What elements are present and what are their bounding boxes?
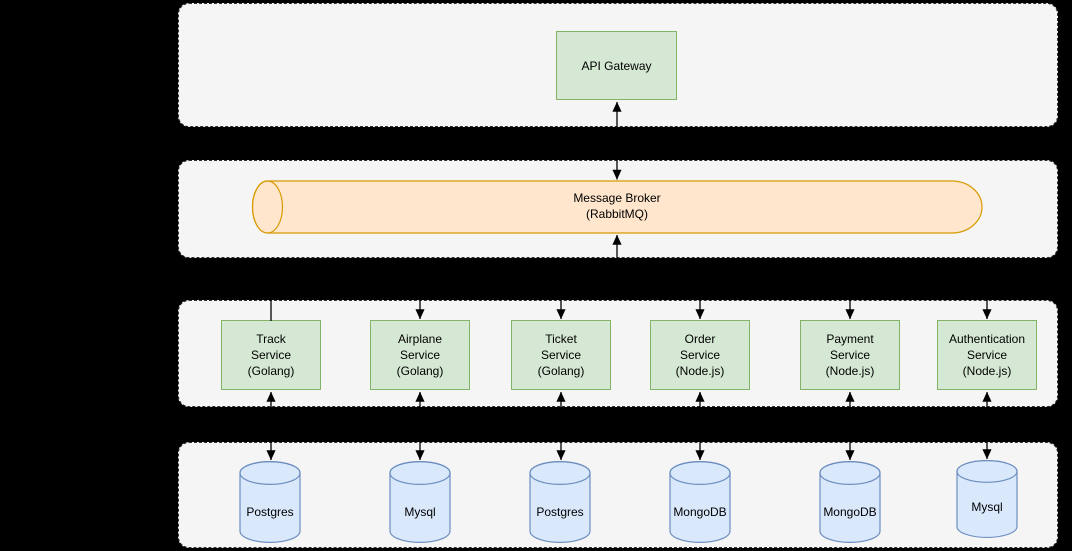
service-node-track: Track Service (Golang) [221,320,321,390]
db-label: MongoDB [673,505,727,519]
db-node-mongodb-1: MongoDB [669,461,731,543]
message-broker-label: Message Broker (RabbitMQ) [573,191,661,221]
service-label: Payment Service (Node.js) [825,332,875,378]
db-label: Postgres [536,505,584,519]
service-node-ticket: Ticket Service (Golang) [511,320,611,390]
database-cylinder-icon [389,461,451,543]
database-cylinder-icon [239,461,301,543]
service-node-airplane: Airplane Service (Golang) [370,320,470,390]
service-label: Authentication Service (Node.js) [948,332,1026,378]
database-cylinder-icon [819,461,881,543]
broker-cylinder-end-cap [251,180,284,234]
service-node-authentication: Authentication Service (Node.js) [937,320,1037,390]
services-zone [178,300,1058,407]
db-label: Mysql [404,505,436,519]
db-label: Mysql [971,500,1003,514]
db-node-mysql-2: Mysql [956,460,1018,542]
message-broker-cylinder [251,180,983,234]
service-label: Ticket Service (Golang) [537,332,585,378]
db-node-mongodb-2: MongoDB [819,461,881,543]
db-label: Postgres [246,505,294,519]
service-label: Airplane Service (Golang) [396,332,444,378]
database-cylinder-icon [669,461,731,543]
api-gateway-label: API Gateway [581,58,652,73]
service-label: Track Service (Golang) [247,332,295,378]
database-cylinder-icon [529,461,591,543]
db-node-postgres-1: Postgres [239,461,301,543]
db-node-postgres-2: Postgres [529,461,591,543]
databases-zone [178,442,1058,548]
service-node-payment: Payment Service (Node.js) [800,320,900,390]
api-gateway-node: API Gateway [556,31,677,100]
service-node-order: Order Service (Node.js) [650,320,750,390]
db-node-mysql-1: Mysql [389,461,451,543]
db-label: MongoDB [823,505,877,519]
service-label: Order Service (Node.js) [675,332,725,378]
database-cylinder-icon [956,460,1018,538]
